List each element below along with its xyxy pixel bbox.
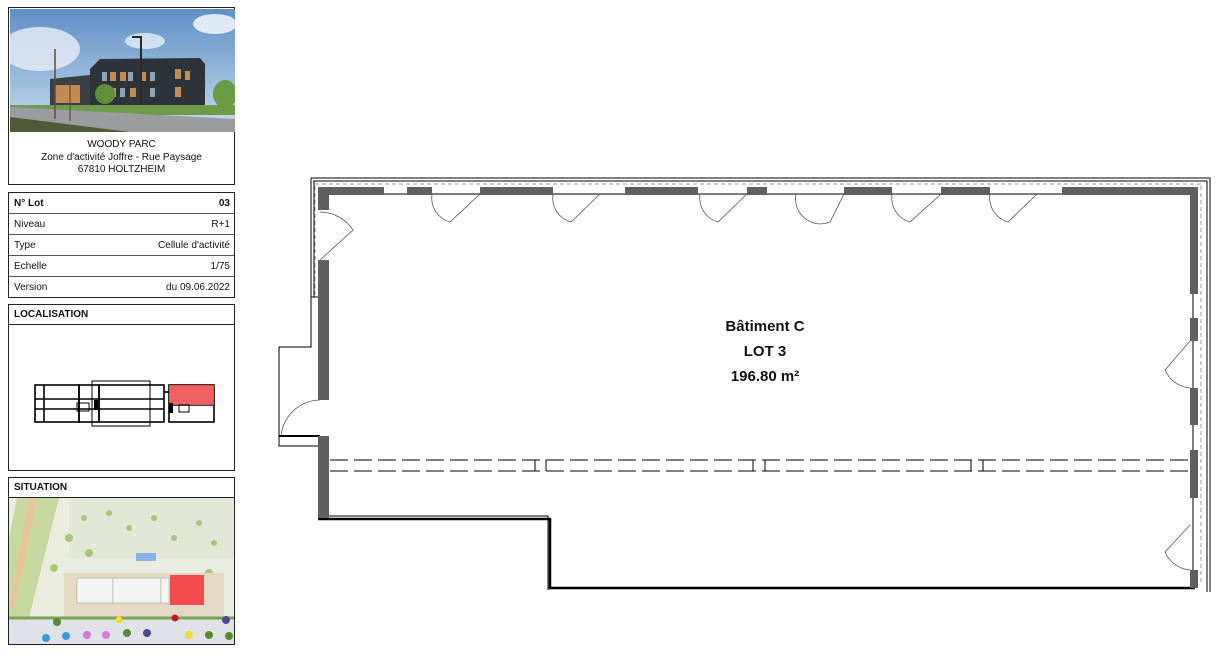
value: Cellule d'activité	[158, 239, 230, 251]
lot-label: LOT 3	[743, 343, 787, 360]
value: 03	[218, 197, 230, 209]
row-version: Version du 09.06.2022	[9, 277, 234, 298]
row-type: Type Cellule d'activité	[9, 235, 234, 256]
label: Niveau	[14, 218, 46, 230]
label: N° Lot	[14, 197, 44, 209]
row-niveau: Niveau R+1	[9, 214, 234, 235]
label: Echelle	[14, 260, 47, 272]
project-address: WOODY PARC Zone d'activité Joffre - Rue …	[9, 133, 234, 177]
project-header-panel: WOODY PARC Zone d'activité Joffre - Rue …	[8, 7, 235, 185]
situation-title: SITUATION	[9, 478, 234, 498]
row-echelle: Echelle 1/75	[9, 256, 234, 277]
value: du 09.06.2022	[166, 282, 230, 293]
address-line-1: Zone d'activité Joffre - Rue Paysage	[41, 151, 202, 163]
localisation-panel: LOCALISATION	[8, 304, 235, 471]
label: Type	[14, 239, 36, 251]
label: Version	[14, 282, 48, 293]
situation-map	[9, 498, 234, 644]
building-label: Bâtiment C	[725, 318, 805, 335]
value: R+1	[211, 218, 230, 230]
area-label: 196.80 m²	[730, 368, 800, 385]
floor-plan	[278, 177, 1211, 592]
row-lot-number: N° Lot 03	[9, 193, 234, 214]
address-line-2: 67810 HOLTZHEIM	[77, 164, 166, 175]
localisation-title: LOCALISATION	[9, 305, 234, 325]
building-photo	[10, 9, 235, 132]
situation-panel: SITUATION	[8, 477, 235, 645]
lot-info-table: N° Lot 03 Niveau R+1 Type Cellule d'acti…	[8, 192, 235, 298]
value: 1/75	[210, 260, 230, 272]
project-name: WOODY PARC	[87, 139, 156, 150]
localisation-key-plan	[34, 380, 215, 427]
